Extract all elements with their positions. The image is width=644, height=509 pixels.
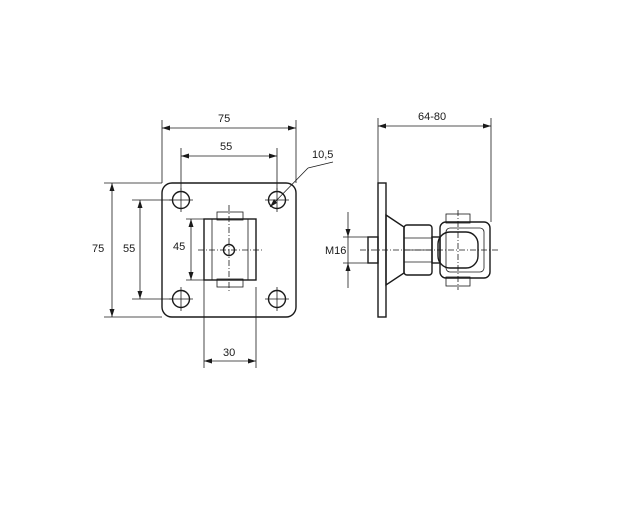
dimension-overall-height: 75 xyxy=(92,182,162,318)
hole-spacing-width-label: 55 xyxy=(220,141,232,153)
dimension-hole-spacing-width: 55 xyxy=(180,141,278,190)
mounting-hole xyxy=(169,188,193,212)
dimension-hole-spacing-height: 55 xyxy=(123,199,172,300)
center-bracket xyxy=(203,218,257,281)
dimension-bracket-height: 45 xyxy=(173,218,204,281)
side-view xyxy=(360,182,500,318)
mounting-hole xyxy=(265,287,289,311)
thread-size-label: M16 xyxy=(325,245,346,257)
dimension-overall-width: 75 xyxy=(161,113,297,183)
adjustable-length-label: 64-80 xyxy=(418,111,446,123)
hole-diameter-label: 10,5 xyxy=(312,149,333,161)
dimension-hole-diameter: 10,5 xyxy=(269,149,333,208)
base-plate xyxy=(161,182,297,318)
overall-width-label: 75 xyxy=(218,113,230,125)
dimension-adjustable-length: 64-80 xyxy=(377,111,492,222)
dimension-thread-size: M16 xyxy=(325,212,368,288)
front-view xyxy=(161,182,297,318)
bracket-height-label: 45 xyxy=(173,241,185,253)
bracket-width-label: 30 xyxy=(223,347,235,359)
mounting-hole xyxy=(169,287,193,311)
dimension-bracket-width: 30 xyxy=(203,280,257,368)
overall-height-label: 75 xyxy=(92,243,104,255)
hole-spacing-height-label: 55 xyxy=(123,243,135,255)
